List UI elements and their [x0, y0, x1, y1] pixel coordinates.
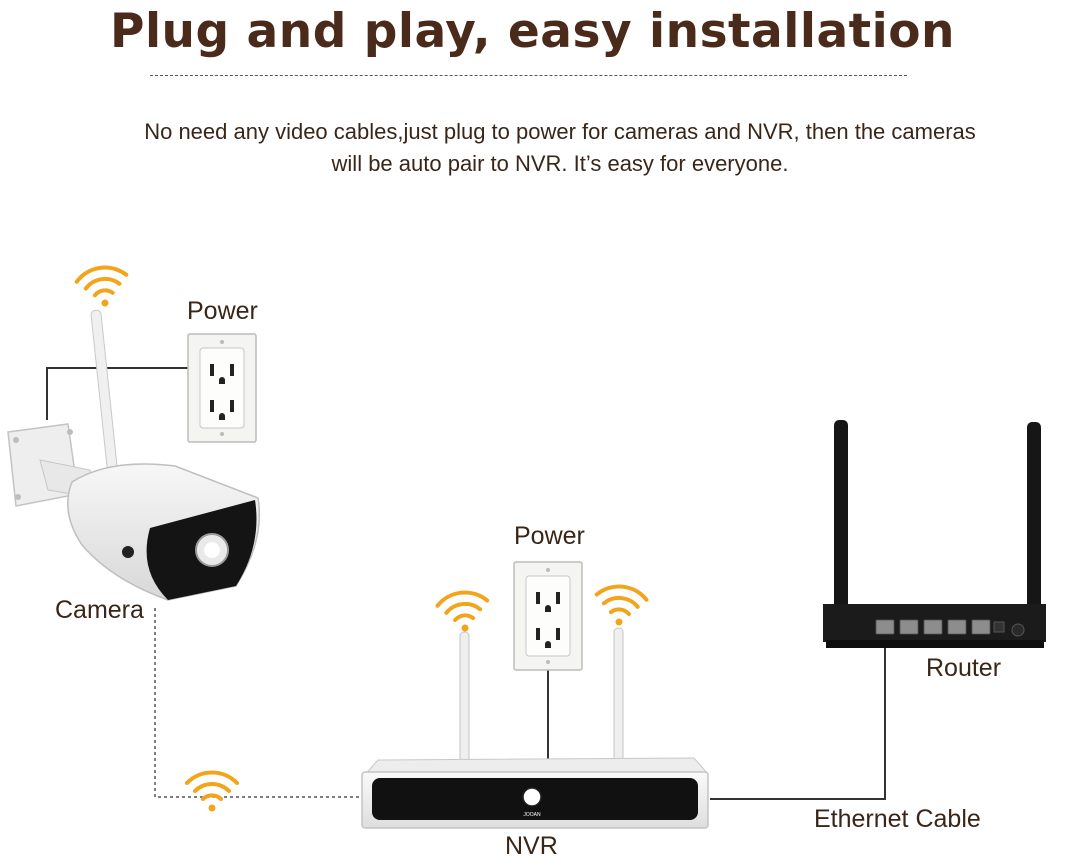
camera-device [7, 309, 261, 601]
description: No need any video cables,just plug to po… [60, 116, 1060, 180]
description-line-2: will be auto pair to NVR. It’s easy for … [331, 151, 789, 176]
label-power-camera: Power [187, 297, 258, 325]
label-nvr: NVR [505, 832, 558, 860]
camera-nvr-wireless-path [154, 608, 375, 798]
nvr-device: JOOAN [360, 627, 710, 829]
label-power-nvr: Power [514, 522, 585, 550]
wifi-signal-icon-nvr-right [591, 582, 650, 631]
camera-power-cable [46, 367, 188, 420]
label-ethernet-cable: Ethernet Cable [814, 805, 981, 833]
power-outlet-icon-camera [187, 333, 257, 443]
description-line-1: No need any video cables,just plug to po… [144, 119, 976, 144]
label-camera: Camera [55, 596, 144, 624]
router-ports [875, 619, 991, 635]
title-divider [150, 75, 907, 76]
router-antenna-left [834, 420, 848, 620]
camera-logo-icon [122, 546, 134, 558]
power-outlet-icon-nvr [513, 561, 583, 671]
label-router: Router [926, 654, 1002, 682]
page-title: Plug and play, easy installation [110, 4, 955, 59]
router-antenna-right [1027, 422, 1041, 620]
wifi-signal-icon-nvr-left [434, 588, 493, 637]
nvr-brand-text: JOOAN [523, 812, 541, 818]
nvr-antenna-right [613, 627, 624, 773]
router-device [823, 420, 1046, 648]
ethernet-cable [710, 648, 886, 800]
nvr-logo-icon [522, 787, 542, 807]
nvr-antenna-left [459, 631, 470, 773]
wifi-signal-icon-link [185, 770, 239, 814]
camera-antenna [90, 309, 118, 471]
wifi-signal-icon-camera [73, 262, 133, 312]
